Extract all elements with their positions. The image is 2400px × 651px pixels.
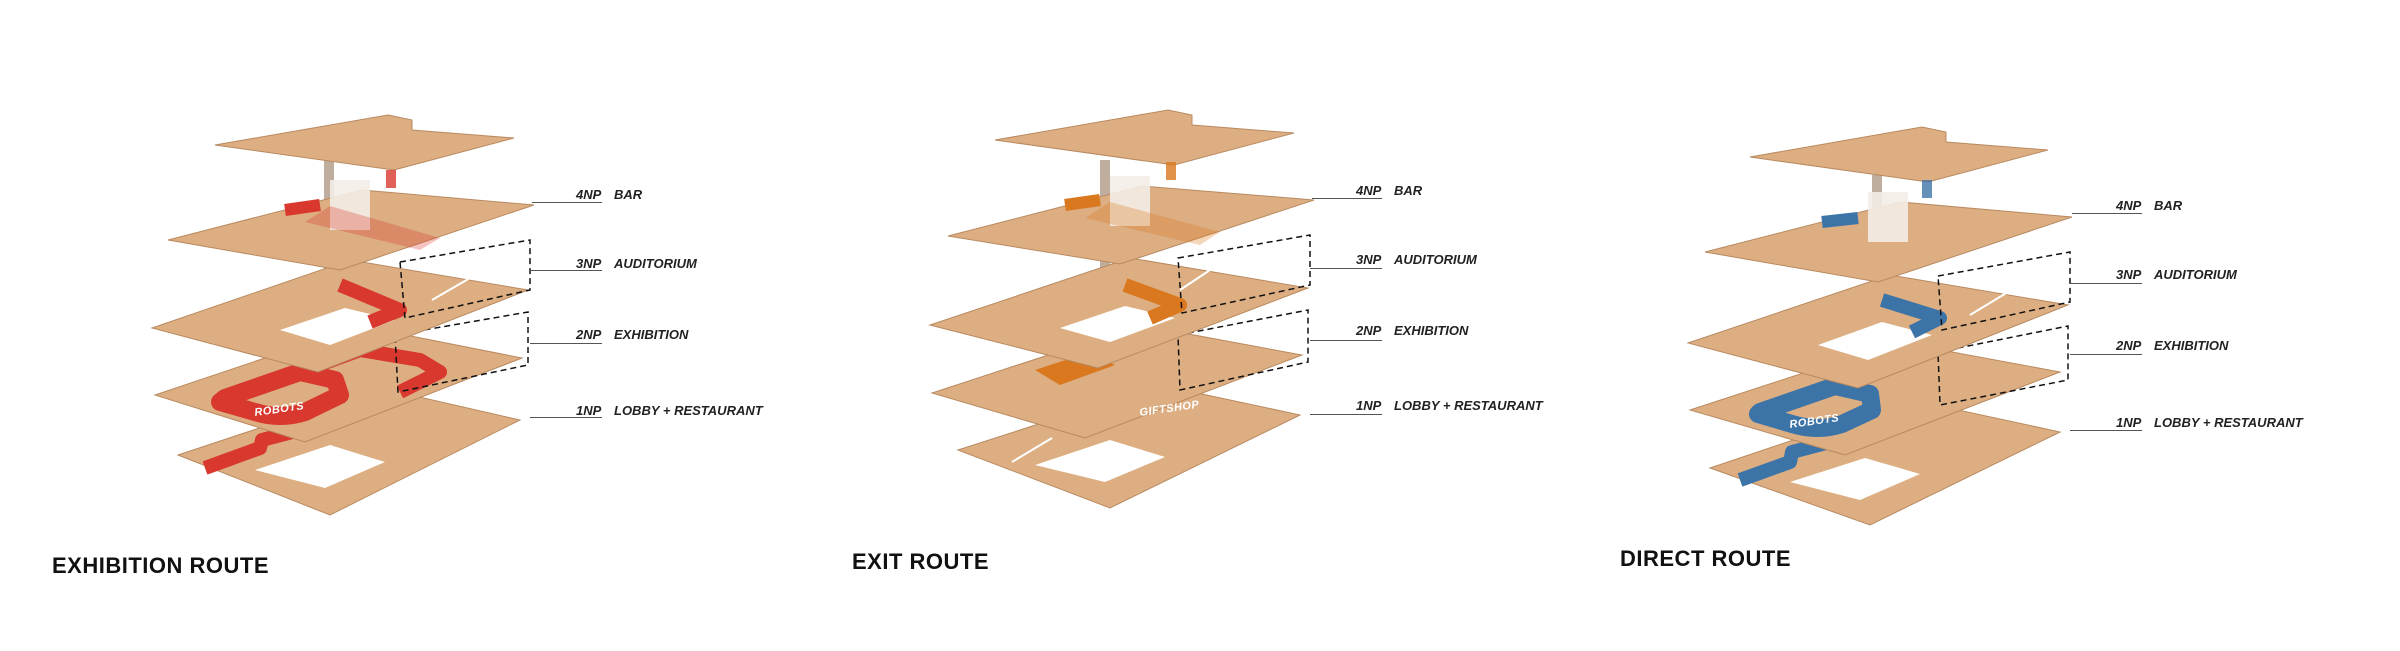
floor-code: 2NP <box>576 327 602 342</box>
floor-code: 4NP <box>576 187 602 202</box>
floor-3-dashed-volume <box>399 239 531 319</box>
floor-name: BAR <box>1394 183 1423 198</box>
exit-route-diagram: GIFTSHOP 4NP BAR 3NP AUDITORIUM 2NP EXHIBIT… <box>780 0 1580 651</box>
floor-code: 1NP <box>1356 398 1382 413</box>
arrow-icon <box>431 277 471 301</box>
floor-4-route <box>1821 212 1859 228</box>
floor-code: 2NP <box>2116 338 2142 353</box>
floor-label-3np: 3NP AUDITORIUM <box>2116 267 2237 282</box>
floor-name: BAR <box>614 187 643 202</box>
floor-name: BAR <box>2154 198 2183 213</box>
floor-label-4np: 4NP BAR <box>576 187 642 202</box>
floor-3-opening <box>280 308 395 345</box>
floor-label-3np: 3NP AUDITORIUM <box>1356 252 1477 267</box>
floor-3-opening <box>1818 322 1932 360</box>
floor-1-opening <box>255 445 385 488</box>
floor-label-1np: 1NP LOBBY + RESTAURANT <box>576 403 763 418</box>
floor-3-route <box>337 278 407 329</box>
floor-name: LOBBY + RESTAURANT <box>614 403 763 418</box>
floor-1-opening <box>1790 458 1920 500</box>
leader-line <box>530 270 602 271</box>
direct-route-axonometric: ROBOTS <box>1686 126 2073 526</box>
floor-name: AUDITORIUM <box>614 256 697 271</box>
floor-3-opening <box>1060 306 1175 342</box>
leader-line <box>1310 414 1382 415</box>
direct-route-diagram: ROBOTS 4NP BAR 3NP AUDITORIUM 2NP EXHIBITIO… <box>1560 0 2360 651</box>
core-box <box>1868 192 1908 242</box>
floor-1-opening <box>1035 440 1165 482</box>
core-top <box>386 170 396 188</box>
arrow-icon <box>1969 291 2009 316</box>
floor-label-2np: 2NP EXHIBITION <box>576 327 688 342</box>
core-box <box>330 180 370 230</box>
floor-code: 1NP <box>576 403 602 418</box>
leader-line <box>530 343 602 344</box>
ramp-transparent <box>1085 202 1220 245</box>
leader-line <box>2072 213 2142 214</box>
floor-label-2np: 2NP EXHIBITION <box>1356 323 1468 338</box>
floor-label-4np: 4NP BAR <box>1356 183 1422 198</box>
floor-4-route <box>284 199 321 216</box>
arrow-icon <box>1179 269 1211 291</box>
floor-2-dashed-volume <box>1177 309 1309 391</box>
floor-name: EXHIBITION <box>1394 323 1469 338</box>
floor-code: 4NP <box>1356 183 1382 198</box>
route-title: EXHIBITION ROUTE <box>52 553 270 578</box>
floor-name: LOBBY + RESTAURANT <box>1394 398 1543 413</box>
roof-slab <box>1749 126 2049 183</box>
floor-name: AUDITORIUM <box>1394 252 1477 267</box>
exit-route-axonometric: GIFTSHOP <box>928 109 1315 509</box>
leader-line <box>1310 268 1382 269</box>
floor-3-dashed-volume <box>1177 234 1311 314</box>
floor-label-3np: 3NP AUDITORIUM <box>576 256 697 271</box>
roof-slab <box>994 109 1295 166</box>
leader-line <box>530 417 602 418</box>
arrow-icon <box>1011 437 1053 463</box>
floor-label-2np: 2NP EXHIBITION <box>2116 338 2228 353</box>
roof-slab <box>214 114 515 171</box>
floor-3-dashed-volume <box>1937 251 2071 331</box>
floor-name: EXHIBITION <box>2154 338 2229 353</box>
leader-line <box>1312 198 1382 199</box>
floor-code: 2NP <box>1356 323 1382 338</box>
exhibition-route-axonometric: ROBOTS <box>150 114 535 516</box>
leader-line <box>1310 340 1382 341</box>
core-top <box>1922 180 1932 198</box>
floor-2-dashed-volume <box>1937 325 2069 406</box>
floor-label-1np: 1NP LOBBY + RESTAURANT <box>2116 415 2303 430</box>
floor-label-1np: 1NP LOBBY + RESTAURANT <box>1356 398 1543 413</box>
floor-2-route <box>211 363 349 425</box>
ramp-transparent <box>305 206 440 250</box>
core-top <box>1166 162 1176 180</box>
floor-code: 3NP <box>576 256 602 271</box>
leader-line <box>2070 354 2142 355</box>
leader-line <box>2070 283 2142 284</box>
floor-2-route <box>1749 377 1881 437</box>
route-title: DIRECT ROUTE <box>1620 546 1791 571</box>
floor-code: 3NP <box>2116 267 2142 282</box>
floor-4-route <box>1064 194 1101 211</box>
route-title: EXIT ROUTE <box>852 549 990 574</box>
floor-code: 1NP <box>2116 415 2142 430</box>
floor-3-route <box>1879 293 1947 339</box>
core-box <box>1110 176 1150 226</box>
floor-3-route <box>1122 278 1187 325</box>
floor-label-4np: 4NP BAR <box>2116 198 2182 213</box>
floor-name: EXHIBITION <box>614 327 689 342</box>
exhibition-route-diagram: ROBOTS 4NP BAR 3NP AUDITORIUM 2NP EXHIBITIO… <box>0 0 800 651</box>
floor-code: 4NP <box>2116 198 2142 213</box>
leader-line <box>2070 430 2142 431</box>
floor-name: LOBBY + RESTAURANT <box>2154 415 2303 430</box>
leader-line <box>532 202 602 203</box>
floor-code: 3NP <box>1356 252 1382 267</box>
floor-1-route <box>1737 435 1832 487</box>
floor-name: AUDITORIUM <box>2154 267 2237 282</box>
